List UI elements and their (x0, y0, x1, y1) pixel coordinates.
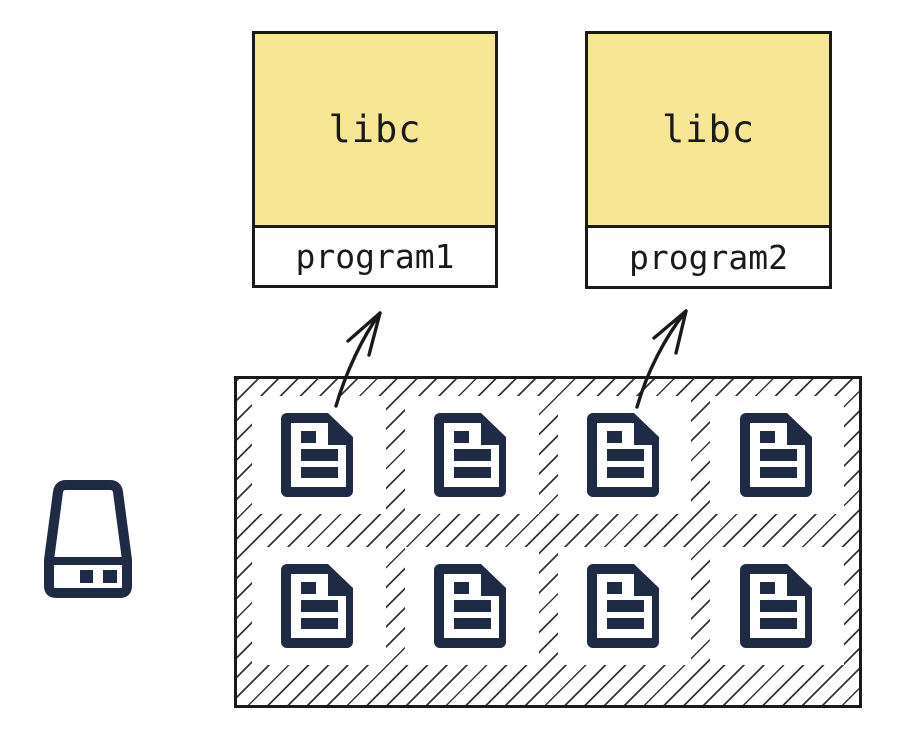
file-icon (276, 410, 361, 500)
file-icon (582, 561, 667, 651)
file-cell (710, 396, 844, 514)
file-icon (429, 561, 514, 651)
libc-block-2: libc (588, 34, 829, 228)
program1-strip: program1 (255, 228, 495, 285)
file-cell (557, 396, 692, 514)
process-box-program1: libc program1 (252, 31, 498, 288)
hard-drive-icon (33, 478, 143, 604)
file-cell (710, 547, 844, 665)
program1-label: program1 (295, 237, 455, 276)
file-icon (735, 561, 820, 651)
file-cell (252, 547, 386, 665)
file-icon (276, 561, 361, 651)
file-cell (252, 396, 386, 514)
program2-strip: program2 (588, 228, 829, 286)
file-icon (735, 410, 820, 500)
libc-label-1: libc (328, 108, 422, 151)
file-cell (557, 547, 692, 665)
file-icon (582, 410, 667, 500)
file-cell (404, 396, 539, 514)
libc-block-1: libc (255, 34, 495, 228)
process-box-program2: libc program2 (585, 31, 832, 289)
libc-label-2: libc (661, 108, 756, 151)
file-cell (404, 547, 539, 665)
file-icon (429, 410, 514, 500)
disk-storage-box (234, 376, 862, 708)
program2-label: program2 (629, 237, 788, 277)
